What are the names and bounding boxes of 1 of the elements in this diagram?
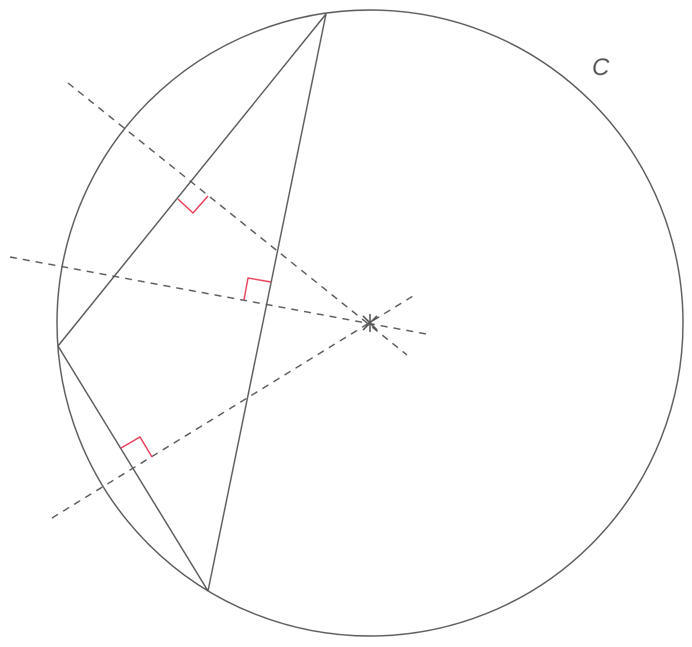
circle-label: C xyxy=(592,56,610,80)
